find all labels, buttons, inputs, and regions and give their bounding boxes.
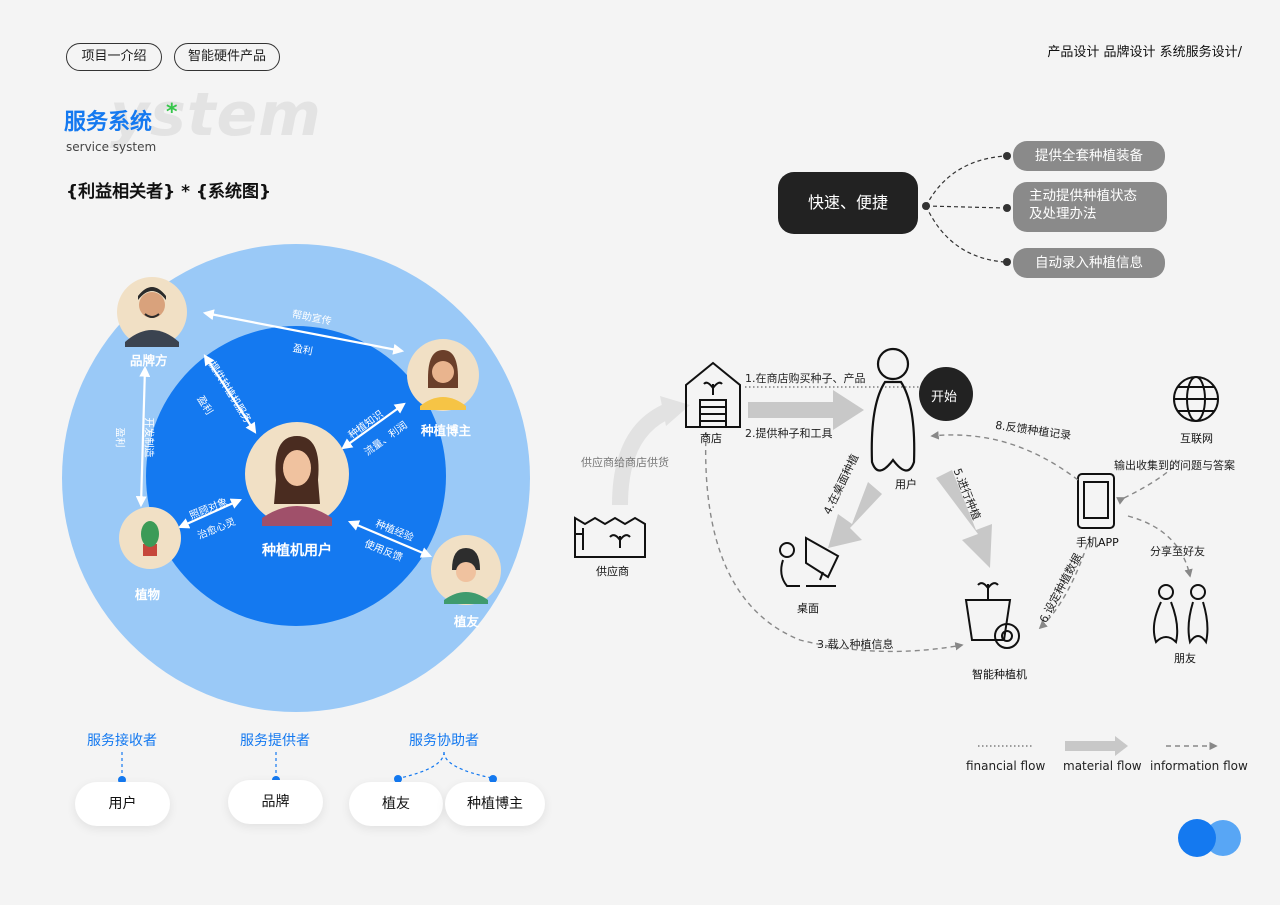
section-subtitle: {利益相关者} * {系统图} [66,182,272,202]
tag-project-intro[interactable]: 项目一介绍 [66,43,162,71]
user-label: 用户 [895,478,917,491]
supplier-label: 供应商 [596,565,629,578]
user-avatar [245,422,349,526]
machine-label: 智能种植机 [972,668,1027,681]
title-star-icon: * [166,100,178,125]
node-plant: 植物 [135,587,161,602]
legend-brand: 品牌 [228,780,323,824]
edge-brand-plant [135,365,151,508]
node-user: 种植机用户 [262,543,332,559]
legend-provider-title: 服务提供者 [240,733,310,749]
step2-label: 2.提供种子和工具 [745,427,833,440]
brand-avatar [117,277,187,347]
node-brand: 品牌方 [130,353,168,368]
value-main-box: 快速、便捷 [778,172,918,234]
top-nav: 产品设计 品牌设计 系统服务设计/ [1047,45,1242,60]
friends-icon [1152,584,1209,645]
start-node [919,367,973,421]
start-label: 开始 [931,390,958,405]
logo-circles [1178,819,1241,857]
friends-label: 朋友 [1174,652,1196,665]
edge-user-plant [177,498,243,529]
value-item-status: 主动提供种植状态 及处理办法 [1013,182,1167,232]
legend-friend: 植友 [349,782,443,826]
desk-label: 桌面 [797,602,819,615]
edge-user-expert [341,402,406,450]
internet-label: 互联网 [1180,432,1213,445]
tag-smart-hardware[interactable]: 智能硬件产品 [174,43,280,71]
node-expert: 种植博主 [421,423,472,438]
edge-user-friend [347,520,433,558]
store-icon [685,361,741,428]
app-phone-icon [1077,473,1115,529]
node-friend: 植友 [454,614,480,629]
globe-icon [1173,376,1219,422]
value-item-record: 自动录入种植信息 [1013,248,1165,278]
machine-icon [964,582,1020,649]
output-label: 输出收集到的问题与答案 [1114,459,1235,472]
store-label: 商店 [700,432,722,445]
page-title: 服务系统 [64,110,153,135]
desk-icon [779,536,840,587]
legend-user: 用户 [75,782,170,826]
plant-avatar [119,507,181,569]
legend-helper-title: 服务协助者 [409,733,479,749]
expert-avatar [407,339,479,411]
value-item-equipment: 提供全套种植装备 [1013,141,1165,171]
legend-financial-flow: financial flow [966,759,1046,773]
supplier-icon [574,516,646,558]
share-label: 分享至好友 [1150,545,1205,558]
legend-material-flow: material flow [1063,759,1142,773]
friend-avatar [431,535,501,605]
page-title-en: service system [66,140,157,154]
user-figure-icon [870,347,916,472]
edge-brand-user [203,354,257,434]
title-background-word: ystem [110,80,322,150]
supply-label: 供应商给商店供货 [581,456,669,469]
legend-information-flow: information flow [1150,759,1248,773]
step3-label: 3.载入种植信息 [817,638,894,651]
legend-expert: 种植博主 [445,782,545,826]
app-label: 手机APP [1076,536,1119,549]
edge-brand-expert [202,309,405,355]
step1-label: 1.在商店购买种子、产品 [745,372,866,385]
legend-receiver-title: 服务接收者 [87,733,157,749]
